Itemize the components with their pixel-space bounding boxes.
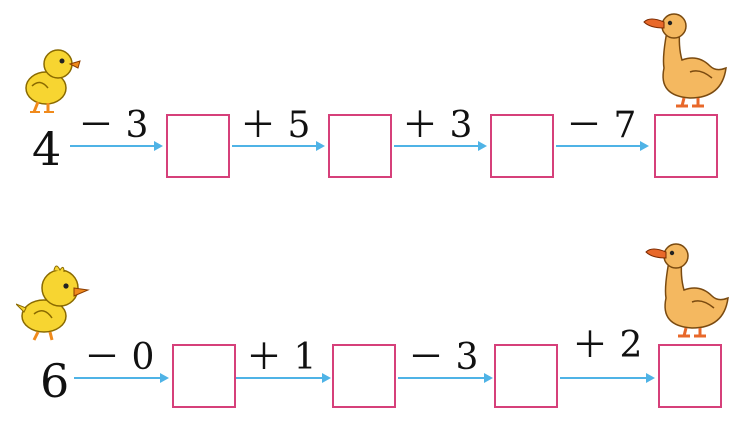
duck-icon bbox=[643, 13, 727, 108]
arrow-right-icon bbox=[70, 141, 163, 151]
operation-label: － 3 bbox=[78, 105, 149, 146]
answer-box[interactable] bbox=[328, 114, 392, 178]
arrow-right-icon bbox=[232, 141, 325, 151]
arrow-right-icon bbox=[236, 373, 331, 383]
arrow-right-icon bbox=[560, 373, 655, 383]
equation-row-1: 4 － 3 ＋ 5 ＋ 3 － 7 bbox=[0, 0, 743, 210]
operation-label: － 3 bbox=[408, 337, 479, 378]
operation-label: ＋ 3 bbox=[402, 105, 473, 146]
answer-box[interactable] bbox=[658, 344, 722, 408]
answer-box[interactable] bbox=[490, 114, 554, 178]
answer-box[interactable] bbox=[654, 114, 718, 178]
answer-box[interactable] bbox=[166, 114, 230, 178]
answer-box[interactable] bbox=[332, 344, 396, 408]
operation-label: ＋ 2 bbox=[572, 325, 643, 366]
operation-label: － 0 bbox=[84, 337, 155, 378]
answer-box[interactable] bbox=[172, 344, 236, 408]
start-number: 4 bbox=[32, 122, 62, 176]
operation-label: － 7 bbox=[566, 105, 637, 146]
arrow-right-icon bbox=[394, 141, 487, 151]
equation-row-2: 6 － 0 ＋ 1 － 3 ＋ 2 bbox=[0, 212, 743, 422]
answer-box[interactable] bbox=[494, 344, 558, 408]
operation-label: ＋ 5 bbox=[240, 105, 311, 146]
arrow-right-icon bbox=[556, 141, 649, 151]
start-number: 6 bbox=[40, 354, 70, 408]
arrow-right-icon bbox=[398, 373, 493, 383]
operation-label: ＋ 1 bbox=[246, 337, 317, 378]
arrow-right-icon bbox=[74, 373, 169, 383]
duck-icon bbox=[645, 243, 729, 338]
chick-icon bbox=[16, 265, 90, 341]
chick-icon bbox=[25, 49, 81, 113]
